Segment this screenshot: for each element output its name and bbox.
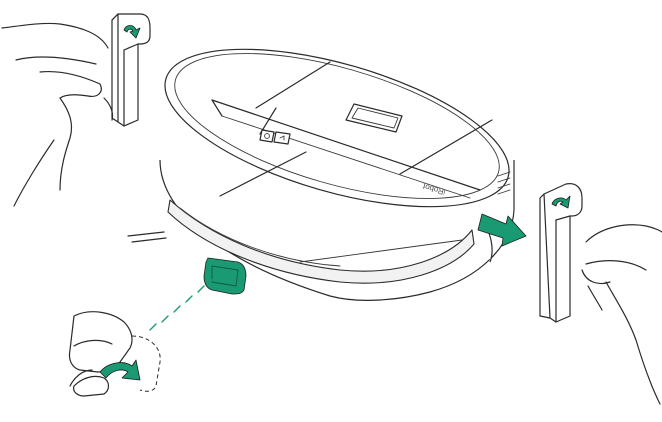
bumper-grip-highlight: [204, 258, 246, 294]
robot-vacuum-body: iRobot: [128, 17, 526, 300]
bottom-hand: [69, 312, 160, 396]
right-clip-piece: [540, 184, 582, 322]
left-hand: [2, 23, 113, 206]
left-clip-piece: [112, 14, 150, 126]
right-hand: [582, 225, 662, 404]
